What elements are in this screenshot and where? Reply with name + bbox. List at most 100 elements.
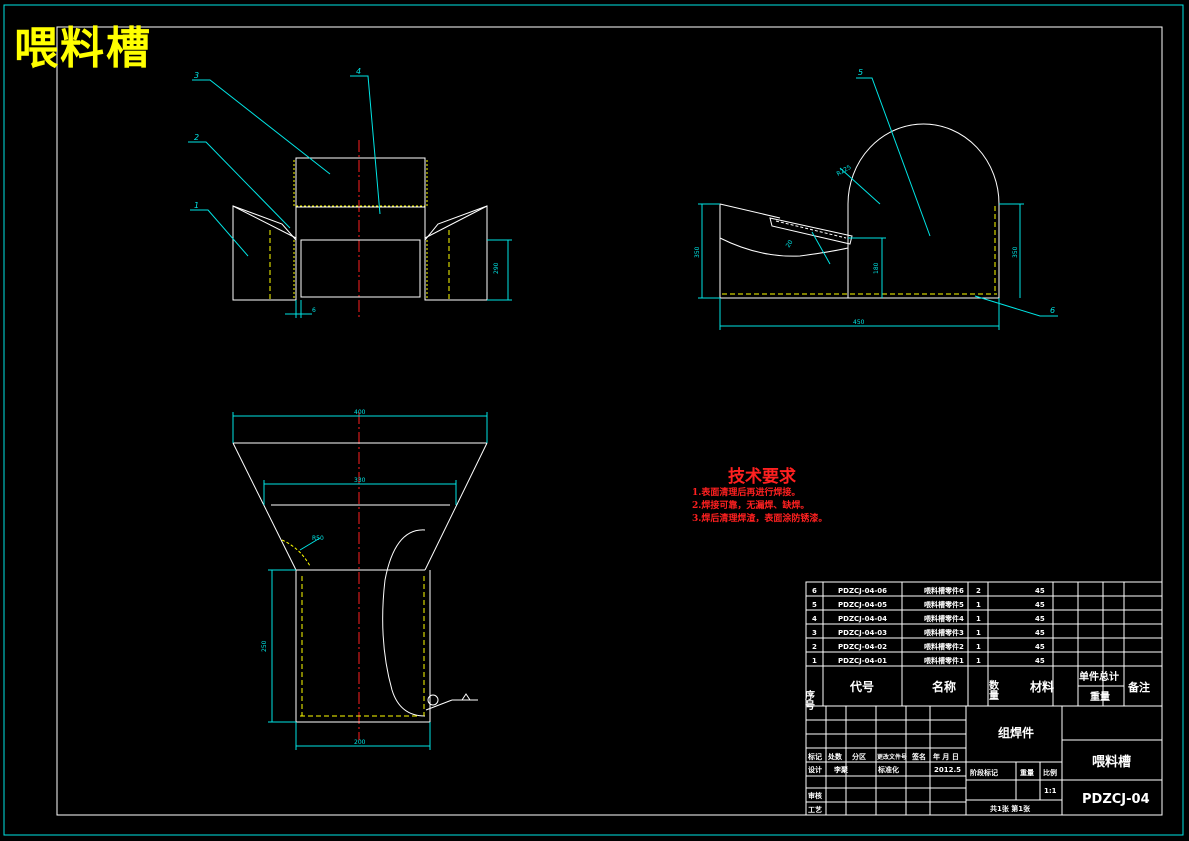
bom-qty: 1	[976, 629, 981, 637]
bom-header-qty: 数量	[987, 679, 999, 700]
front-window	[300, 239, 421, 298]
dim-front-thickness: 6	[312, 307, 316, 314]
side-chute-plate	[769, 217, 853, 245]
tech-requirement-item: 2.焊接可靠，无漏焊、缺焊。	[692, 501, 810, 511]
bom-row: 2 PDZCJ-04-02 喂料槽零件2 1 45	[812, 642, 1045, 651]
side-chute-top	[719, 203, 781, 219]
balloon-6: 6	[1050, 306, 1055, 315]
side-leaders	[856, 77, 1058, 317]
bom-material: 45	[1035, 629, 1045, 637]
label-weight: 重量	[1020, 768, 1034, 777]
front-right-wing	[424, 205, 488, 301]
bom-header-code: 代号	[849, 679, 874, 694]
dim-top-width: 400	[354, 409, 366, 416]
bom-qty: 2	[976, 587, 981, 595]
bom-no: 5	[812, 601, 817, 609]
tech-requirements-heading: 技术要求	[728, 467, 796, 487]
dim-side-width: 450	[853, 319, 865, 326]
bom-rows: 6 PDZCJ-04-06 喂料槽零件6 2 45 5 PDZCJ-04-05 …	[812, 586, 1045, 665]
bom-material: 45	[1035, 657, 1045, 665]
label-signature: 签名	[911, 752, 926, 761]
bom-header-no: 序号	[803, 689, 815, 711]
side-chute-curve	[719, 237, 849, 257]
title-block-grid	[805, 581, 1163, 816]
balloon-5: 5	[858, 68, 863, 77]
front-leaders	[188, 75, 381, 257]
tech-requirement-item: 1.表面清理后再进行焊接。	[692, 488, 801, 498]
bom-code: PDZCJ-04-04	[838, 615, 887, 623]
dim-bend-radius: R50	[312, 535, 324, 542]
balloon-3: 3	[194, 71, 199, 80]
balloon-4: 4	[356, 67, 361, 76]
dim-front-height: 290	[493, 262, 500, 274]
bom-material: 45	[1035, 615, 1045, 623]
front-right-wing-top	[424, 205, 488, 239]
bom-header-unit-total: 单件总计	[1079, 670, 1119, 683]
label-review: 审核	[808, 791, 822, 800]
dim-bottom-width: 200	[354, 739, 366, 746]
bom-header-name: 名称	[932, 679, 956, 694]
funnel-right-slope	[424, 442, 488, 571]
bom-qty: 1	[976, 601, 981, 609]
bom-row: 4 PDZCJ-04-04 喂料槽零件4 1 45	[812, 614, 1045, 623]
label-stage-mark: 阶段标记	[970, 768, 998, 777]
label-scale: 比例	[1043, 768, 1057, 777]
bom-no: 2	[812, 643, 817, 651]
label-date: 年 月 日	[933, 752, 959, 761]
part-name: 喂料槽	[1092, 754, 1131, 770]
bom-no: 4	[812, 615, 817, 623]
funnel-inner-curve	[382, 529, 426, 717]
bom-row: 5 PDZCJ-04-05 喂料槽零件5 1 45	[812, 600, 1045, 609]
bom-no: 6	[812, 587, 817, 595]
outer-border	[3, 4, 1184, 836]
label-count: 处数	[827, 752, 843, 761]
front-dim-thickness	[285, 300, 312, 318]
side-arc	[847, 123, 1000, 205]
front-dim-height	[487, 239, 512, 301]
bom-name: 喂料槽零件6	[924, 586, 964, 595]
label-design: 设计	[808, 765, 822, 774]
dim-mid-width: 330	[354, 477, 366, 484]
balloon-1: 1	[194, 201, 199, 210]
bom-material: 45	[1035, 643, 1045, 651]
bom-qty: 1	[976, 643, 981, 651]
balloon-2: 2	[194, 133, 199, 142]
assembly-label: 组焊件	[998, 725, 1034, 740]
bom-name: 喂料槽零件4	[924, 614, 964, 623]
dim-arc-radius: R225	[836, 164, 853, 178]
label-process: 工艺	[808, 805, 822, 814]
funnel-bend-hidden	[281, 539, 311, 567]
front-left-wing	[232, 205, 297, 301]
bom-header-remark: 备注	[1127, 680, 1150, 694]
side-chute-hatch	[775, 220, 847, 239]
bom-code: PDZCJ-04-06	[838, 587, 887, 595]
bom-row: 3 PDZCJ-04-03 喂料槽零件3 1 45	[812, 628, 1045, 637]
title-block-text: 组焊件 喂料槽 PDZCJ-04 标记 处数 分区 更改文件号 签名 年 月 日…	[807, 725, 1150, 814]
designer-name: 李聚	[833, 765, 849, 774]
scale-value: 1:1	[1044, 787, 1057, 795]
bom-row: 1 PDZCJ-04-01 喂料槽零件1 1 45	[812, 656, 1045, 665]
side-dims	[698, 167, 1024, 330]
dim-side-left-height: 350	[694, 246, 701, 258]
weld-symbol	[425, 693, 478, 711]
inner-border	[56, 26, 1163, 816]
label-mark: 标记	[807, 752, 822, 761]
bom-name: 喂料槽零件2	[924, 642, 964, 651]
drawing-title: 喂料槽	[14, 23, 152, 74]
bom-qty: 1	[976, 657, 981, 665]
sheet-count: 共1张 第1张	[990, 804, 1031, 813]
dim-side-mid-height: 180	[873, 262, 880, 274]
tech-requirement-item: 3.焊后清理焊渣，表面涂防锈漆。	[692, 514, 828, 524]
bom-code: PDZCJ-04-05	[838, 601, 887, 609]
dim-side-right-height: 350	[1012, 246, 1019, 258]
bom-no: 3	[812, 629, 817, 637]
label-zone: 分区	[852, 752, 866, 761]
funnel-dims	[232, 412, 488, 750]
bom-header: 序号 代号 名称 数量 材料 单件总计 重量 备注	[803, 670, 1151, 711]
bom-row: 6 PDZCJ-04-06 喂料槽零件6 2 45	[812, 586, 1045, 595]
tech-requirements: 技术要求 1.表面清理后再进行焊接。 2.焊接可靠，无漏焊、缺焊。 3.焊后清理…	[692, 462, 827, 526]
bom-qty: 1	[976, 615, 981, 623]
bom-code: PDZCJ-04-03	[838, 629, 887, 637]
bom-code: PDZCJ-04-02	[838, 643, 887, 651]
drawing-number: PDZCJ-04	[1082, 792, 1150, 807]
